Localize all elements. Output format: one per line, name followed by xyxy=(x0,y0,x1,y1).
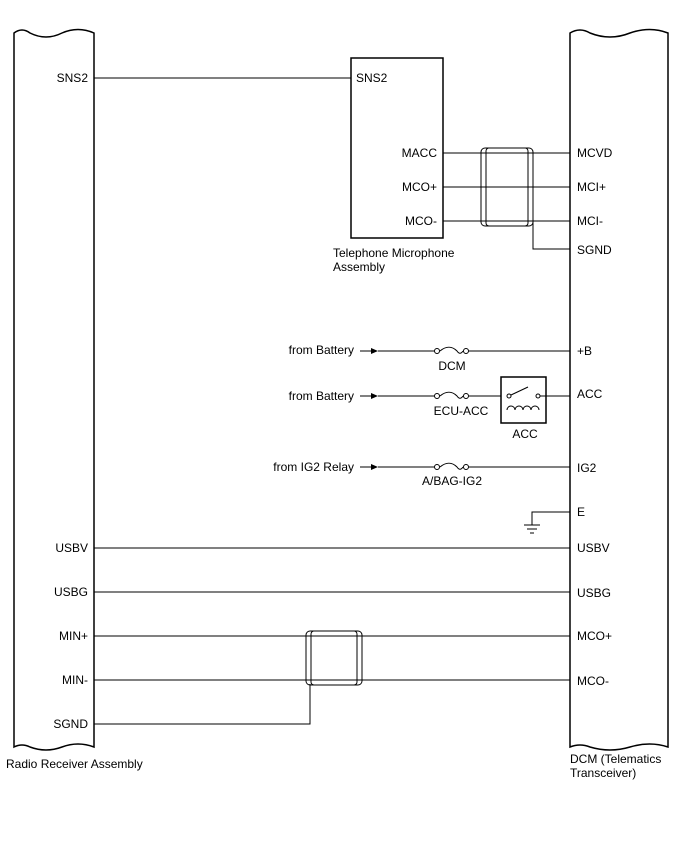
mic-name-line2: Assembly xyxy=(333,260,385,274)
dcm-pin-mci-plus: MCI+ xyxy=(577,180,606,194)
dcm-pin-plus-b: +B xyxy=(577,344,592,358)
relay-coil-icon xyxy=(506,405,540,411)
dcm-pin-usbg: USBG xyxy=(577,586,611,600)
dcm-pin-acc: ACC xyxy=(577,387,603,401)
wire-shield-sgnd xyxy=(532,222,570,250)
dcm-name-line1: DCM (Telematics xyxy=(570,752,661,766)
arrow-head-3 xyxy=(371,464,378,470)
shield-lower-inner xyxy=(310,630,358,686)
radio-receiver-name: Radio Receiver Assembly xyxy=(6,757,143,771)
mic-pin-mco-plus: MCO+ xyxy=(402,180,437,194)
dcm-pin-mco-minus: MCO- xyxy=(577,674,609,688)
arrow-head-2 xyxy=(371,393,378,399)
radio-receiver-body xyxy=(13,28,95,751)
microphone-assembly-box xyxy=(350,57,444,239)
fuse-ecuacc-icon xyxy=(439,391,464,399)
dcm-pin-usbv: USBV xyxy=(577,541,610,555)
dcm-body xyxy=(569,28,669,751)
fuse-label-dcm: DCM xyxy=(438,359,465,373)
mic-pin-macc: MACC xyxy=(402,146,438,160)
left-pin-min-plus: MIN+ xyxy=(59,629,88,643)
fuse-dcm-terminal-b xyxy=(463,348,469,354)
relay-contact-b xyxy=(535,393,541,399)
dcm-pin-sgnd: SGND xyxy=(577,243,612,257)
dcm-pin-e: E xyxy=(577,505,585,519)
dcm-pin-mcvd: MCVD xyxy=(577,146,613,160)
fuse-ecuacc-terminal-a xyxy=(434,393,440,399)
mic-name-line1: Telephone Microphone xyxy=(333,246,455,260)
arrow-head-1 xyxy=(371,348,378,354)
mic-pin-mco-minus: MCO- xyxy=(405,214,437,228)
fuse-abag-terminal-a xyxy=(434,464,440,470)
wire-shield-lower-sgnd xyxy=(94,684,311,725)
fuse-dcm-icon xyxy=(439,346,464,354)
fuse-dcm-terminal-a xyxy=(434,348,440,354)
mic-pin-sns2: SNS2 xyxy=(356,71,388,85)
relay-acc-box xyxy=(500,376,547,424)
shield-lower-outer xyxy=(305,630,363,686)
fuse-label-ecu-acc: ECU-ACC xyxy=(434,404,489,418)
relay-contact-a xyxy=(506,393,512,399)
fuse-label-abag-ig2: A/BAG-IG2 xyxy=(422,474,482,488)
left-pin-usbv: USBV xyxy=(55,541,88,555)
left-pin-sns2: SNS2 xyxy=(57,71,89,85)
source-battery-2: from Battery xyxy=(289,389,354,403)
source-battery-1: from Battery xyxy=(289,343,354,357)
dcm-pin-mci-minus: MCI- xyxy=(577,214,603,228)
shield-upper-inner xyxy=(485,147,529,227)
left-pin-usbg: USBG xyxy=(54,585,88,599)
fuse-ecuacc-terminal-b xyxy=(463,393,469,399)
source-ig2-relay: from IG2 Relay xyxy=(273,460,354,474)
dcm-pin-ig2: IG2 xyxy=(577,461,597,475)
dcm-name-line2: Transceiver) xyxy=(570,766,636,780)
left-pin-sgnd: SGND xyxy=(53,717,88,731)
fuse-abag-icon xyxy=(439,462,464,470)
fuse-abag-terminal-b xyxy=(463,464,469,470)
relay-switch-icon xyxy=(510,386,529,396)
dcm-pin-mco-plus: MCO+ xyxy=(577,629,612,643)
left-pin-min-minus: MIN- xyxy=(62,673,88,687)
wire-ground xyxy=(531,511,570,525)
relay-label-acc: ACC xyxy=(512,427,538,441)
